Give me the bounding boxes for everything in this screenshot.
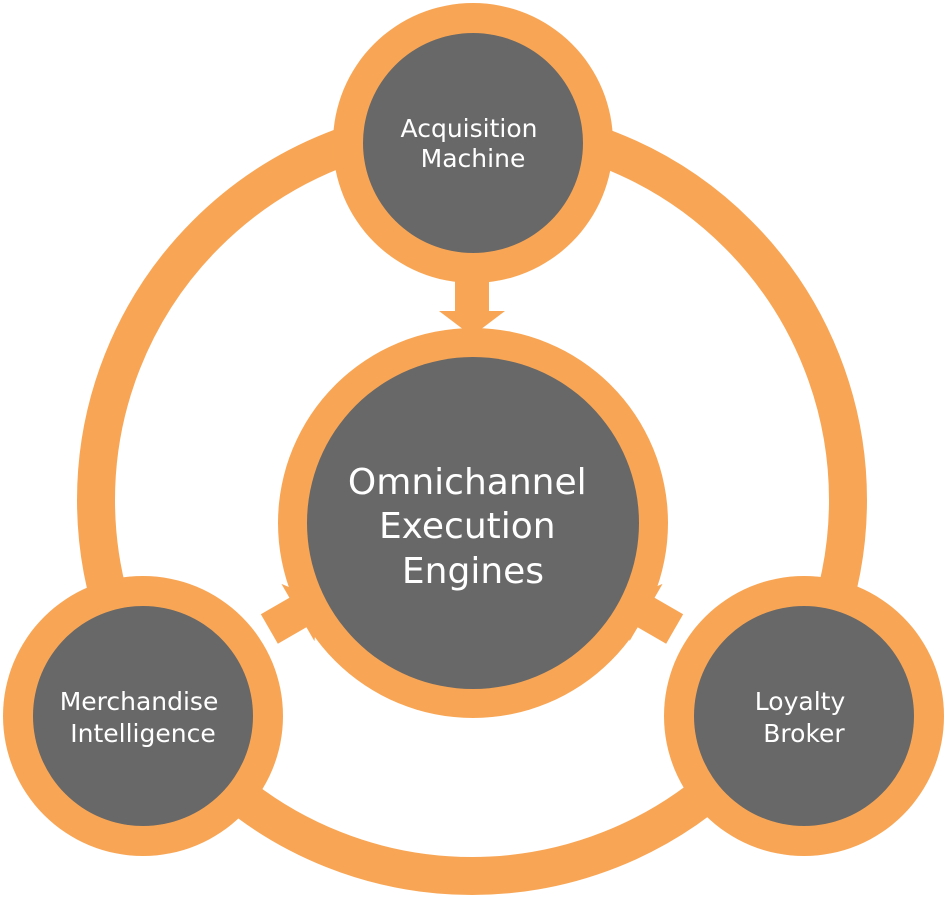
node-loyalty-label: Loyalty Broker [755,687,853,748]
node-acquisition-machine: Acquisition Machine [333,3,613,283]
center-node: Omnichannel Execution Engines [278,328,668,718]
arrow-top [439,278,505,336]
node-merchandise-line-2: Intelligence [70,719,215,748]
node-acquisition-label: Acquisition Machine [401,114,546,173]
node-merchandise-line-1: Merchandise [60,687,219,716]
node-acquisition-line-2: Machine [421,144,526,173]
center-label: Omnichannel Execution Engines [348,462,598,592]
center-label-line-1: Omnichannel [348,462,587,503]
node-loyalty-line-1: Loyalty [755,687,846,716]
node-merchandise-label: Merchandise Intelligence [60,687,227,748]
node-loyalty-line-2: Broker [763,719,845,748]
center-label-line-2: Execution [379,506,556,547]
node-merchandise-intelligence: Merchandise Intelligence [3,576,283,856]
node-loyalty-broker: Loyalty Broker [664,576,944,856]
node-acquisition-line-1: Acquisition [401,114,538,143]
center-label-line-3: Engines [402,551,544,592]
